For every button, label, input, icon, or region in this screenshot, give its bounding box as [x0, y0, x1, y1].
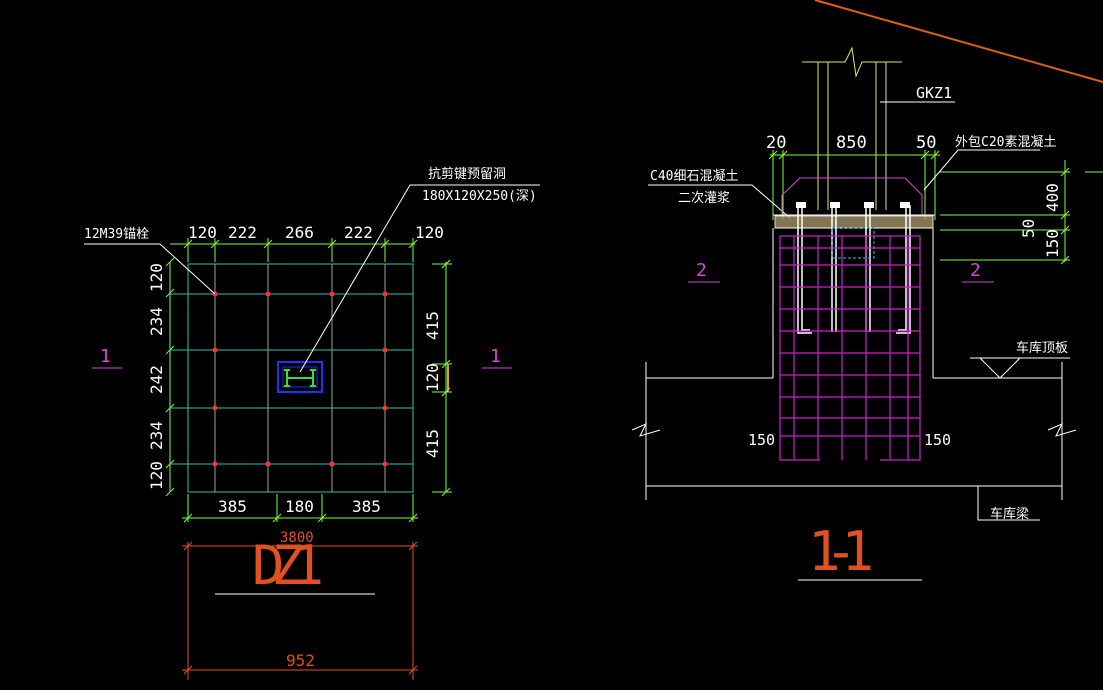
garage-beam-label: 车库梁 — [990, 506, 1029, 522]
section-title: 1-1 — [808, 520, 874, 583]
plan-left-dim-4: 234 — [147, 421, 166, 450]
section-vert-dim-bot: 150 — [1043, 229, 1062, 258]
rebar-cage — [779, 235, 921, 461]
section-dim-right: 50 — [916, 133, 936, 153]
anchor-bolt-points — [212, 291, 388, 467]
plan-overall-width: 3800 — [280, 530, 314, 546]
section-mark-2-left: 2 — [696, 260, 707, 281]
steel-column — [802, 46, 902, 210]
cover-left: 150 — [748, 431, 775, 449]
plan-view: 120 222 266 222 120 120 234 242 234 120 … — [84, 166, 540, 680]
outer-concrete-note: 外包C20素混凝土 — [955, 134, 1056, 150]
plan-bottom-dim-2: 180 — [285, 497, 314, 516]
shear-key-hole — [277, 361, 323, 393]
shear-key-note-2: 180X120X250(深) — [422, 189, 537, 204]
anchor-bolt-note: 12M39锚栓 — [84, 227, 149, 242]
section-vert-dim-top: 400 — [1043, 183, 1062, 212]
plan-top-dim-1: 120 — [188, 223, 217, 242]
plan-top-dim-2: 222 — [228, 223, 257, 242]
plan-left-dim-2: 234 — [147, 307, 166, 336]
plan-right-dim-3: 415 — [423, 429, 442, 458]
section-mark-2-right: 2 — [970, 260, 981, 281]
plan-right-dim-1: 415 — [423, 311, 442, 340]
section-dim-mid: 850 — [836, 133, 867, 153]
plan-top-dim-5: 120 — [415, 223, 444, 242]
plan-left-dim-1: 120 — [147, 263, 166, 292]
plan-left-dim-5: 120 — [147, 461, 166, 490]
plan-top-dim-3: 266 — [285, 223, 314, 242]
garage-roof-label: 车库顶板 — [1016, 340, 1068, 356]
slab-outline — [631, 228, 1077, 521]
plan-left-dim-3: 242 — [147, 365, 166, 394]
grout-note-2: 二次灌浆 — [678, 190, 730, 206]
plan-right-dim-2: 120 — [423, 363, 442, 392]
grout-note-1: C40细石混凝土 — [650, 168, 738, 184]
cover-right: 150 — [924, 431, 951, 449]
plan-bottom-dim-1: 385 — [218, 497, 247, 516]
orange-reference-line — [814, 0, 1103, 83]
plan-bottom-dim-3: 385 — [352, 497, 381, 516]
plan-section-mark-right: 1 — [490, 346, 501, 367]
plan-title: DZ1 — [252, 534, 324, 597]
plan-section-mark-left: 1 — [100, 346, 111, 367]
section-view: GKZ1 20 850 50 400 50 — [631, 46, 1103, 583]
plan-top-dim-4: 222 — [344, 223, 373, 242]
section-vert-dim-mid: 50 — [1019, 219, 1038, 238]
plan-outer-width: 952 — [286, 651, 315, 670]
column-tag: GKZ1 — [916, 84, 952, 102]
shear-key-note-1: 抗剪键预留洞 — [428, 166, 506, 182]
section-dim-left: 20 — [766, 133, 786, 153]
